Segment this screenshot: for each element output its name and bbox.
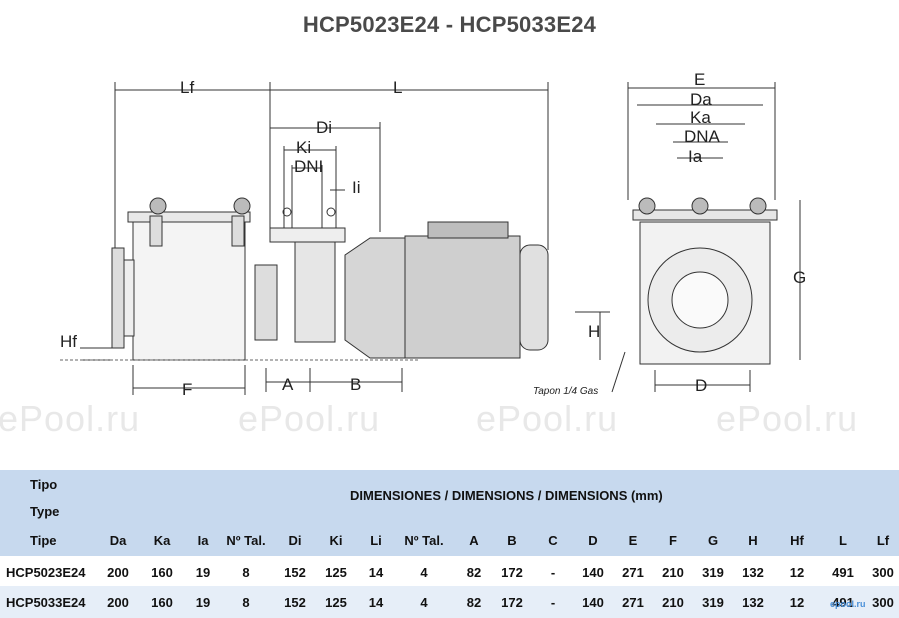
- table-cell: 271: [622, 595, 644, 610]
- dim-label-hf: Hf: [60, 332, 77, 351]
- dim-label-g: G: [793, 268, 807, 287]
- table-cell: 132: [742, 595, 764, 610]
- watermark: ePool.ru: [716, 398, 859, 439]
- dim-label-f: F: [182, 380, 193, 399]
- table-cell: 491: [832, 595, 854, 610]
- column-header: F: [669, 533, 677, 548]
- dim-label-dna: DNA: [684, 127, 720, 146]
- column-header: B: [507, 533, 517, 548]
- column-header: Di: [288, 533, 302, 548]
- table-row: [0, 586, 899, 618]
- table-cell: 4: [420, 595, 428, 610]
- table-cell: 12: [789, 595, 805, 610]
- table-cell: 140: [582, 595, 604, 610]
- column-header: D: [588, 533, 598, 548]
- dim-label-dni: DNI: [294, 157, 324, 176]
- table-cell: 210: [662, 565, 684, 580]
- table-header: [0, 470, 899, 556]
- tipo-label: Tipo: [30, 477, 58, 492]
- column-header: G: [707, 533, 719, 548]
- table-cell: 12: [789, 565, 805, 580]
- column-header: A: [469, 533, 479, 548]
- dim-label-l: L: [393, 78, 403, 97]
- tapon-note: Tapon 1/4 Gas: [533, 386, 599, 397]
- table-cell: 172: [501, 565, 523, 580]
- table-cell: 160: [151, 565, 173, 580]
- column-header: Ki: [329, 533, 343, 548]
- table-cell: 300: [872, 565, 894, 580]
- table-cell: HCP5023E24: [6, 565, 86, 580]
- column-header: Nº Tal.: [404, 533, 444, 548]
- dim-label-ii: Ii: [352, 178, 361, 197]
- column-header: Tipe: [30, 533, 57, 548]
- table-cell: 319: [702, 595, 724, 610]
- column-header: H: [748, 533, 758, 548]
- column-header: E: [628, 533, 638, 548]
- table-cell: 125: [325, 565, 347, 580]
- table-cell: 82: [466, 595, 482, 610]
- table-cell: 319: [702, 565, 724, 580]
- watermark: ePool.ru: [476, 398, 619, 439]
- page-title: HCP5023E24 - HCP5033E24: [302, 12, 597, 37]
- table-cell: 125: [325, 595, 347, 610]
- table-cell: 491: [832, 565, 854, 580]
- dim-label-b: B: [350, 375, 362, 394]
- table-cell: 271: [622, 565, 644, 580]
- table-cell: 132: [742, 565, 764, 580]
- table-cell: 152: [284, 565, 306, 580]
- type-label: Type: [30, 504, 60, 519]
- logo: epool.ru: [830, 599, 866, 609]
- table-cell: 8: [242, 595, 250, 610]
- column-header: Hf: [790, 533, 804, 548]
- table-cell: 300: [872, 595, 894, 610]
- table-cell: -: [550, 595, 556, 610]
- dim-label-d: D: [695, 376, 708, 395]
- table-cell: 200: [107, 565, 129, 580]
- table-cell: 19: [195, 565, 211, 580]
- column-header: L: [839, 533, 847, 548]
- table-cell: 4: [420, 565, 428, 580]
- watermark: ePool.ru: [0, 398, 141, 439]
- dim-label-a: A: [282, 375, 294, 394]
- column-header: Li: [370, 533, 382, 548]
- dim-label-di: Di: [316, 118, 333, 137]
- table-cell: 14: [368, 565, 384, 580]
- table-cell: 140: [582, 565, 604, 580]
- dim-label-da: Da: [690, 90, 712, 109]
- watermark: ePool.ru: [238, 398, 381, 439]
- table-cell: 14: [368, 595, 384, 610]
- table-cell: 19: [195, 595, 211, 610]
- column-header: Nº Tal.: [226, 533, 266, 548]
- table-cell: 82: [466, 565, 482, 580]
- table-cell: HCP5033E24: [6, 595, 86, 610]
- table-cell: 8: [242, 565, 250, 580]
- table-row: [0, 557, 899, 586]
- dim-label-ia: Ia: [688, 147, 703, 166]
- column-header: Ia: [197, 533, 209, 548]
- dimensions-title: DIMENSIONES / DIMENSIONS / DIMENSIONS (m…: [350, 488, 663, 503]
- table-cell: -: [550, 565, 556, 580]
- column-header: C: [548, 533, 558, 548]
- table-cell: 160: [151, 595, 173, 610]
- column-header: Lf: [876, 533, 890, 548]
- dim-label-lf: Lf: [180, 78, 195, 97]
- dim-label-e: E: [694, 70, 706, 89]
- table-cell: 172: [501, 595, 523, 610]
- pump-technical-drawing: [60, 82, 801, 395]
- column-header: Ka: [153, 533, 171, 548]
- dim-label-ki: Ki: [296, 138, 312, 157]
- dim-label-ka: Ka: [690, 108, 711, 127]
- table-cell: 200: [107, 595, 129, 610]
- table-cell: 210: [662, 595, 684, 610]
- column-header: Da: [109, 533, 127, 548]
- dim-label-h: H: [588, 322, 601, 341]
- table-cell: 152: [284, 595, 306, 610]
